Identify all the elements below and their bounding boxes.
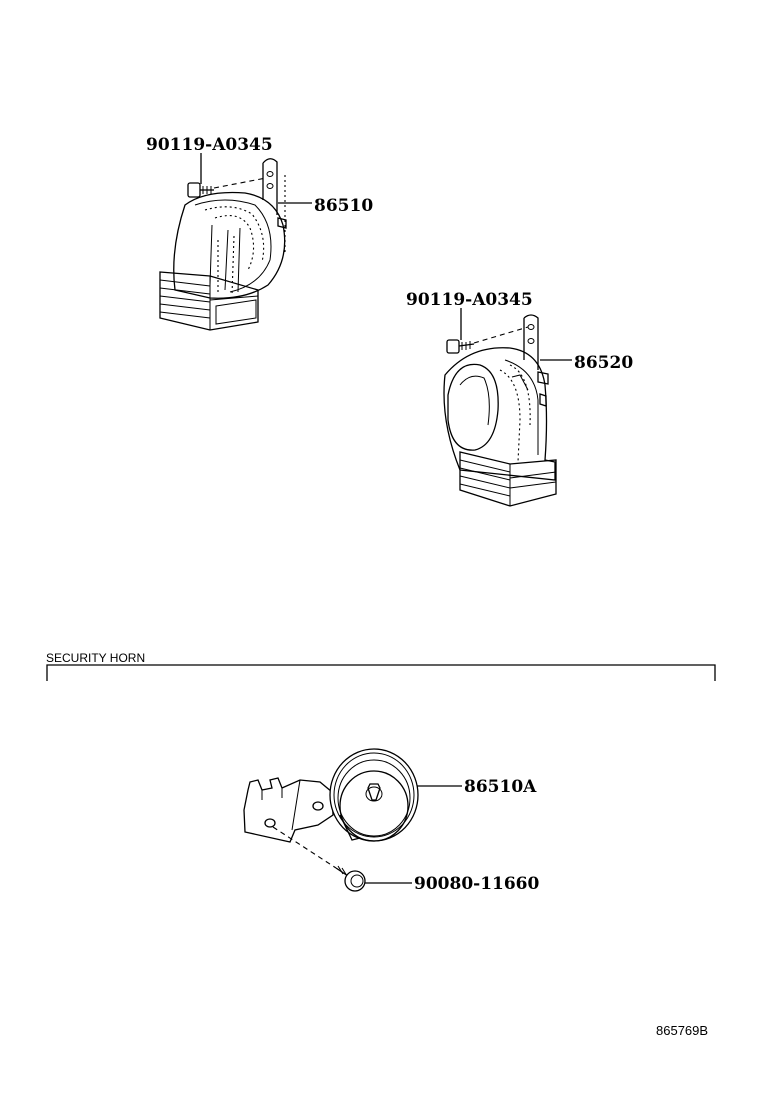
part-label-90119-a0345-upper: 90119-A0345 xyxy=(146,135,273,155)
section-bracket xyxy=(46,664,716,681)
security-horn-86510a-illustration xyxy=(243,748,419,843)
horn-86520-illustration xyxy=(443,314,557,507)
part-label-90080-11660: 90080-11660 xyxy=(414,874,540,894)
part-label-86510a: 86510A xyxy=(464,777,537,797)
part-label-90119-a0345-lower: 90119-A0345 xyxy=(406,290,533,310)
part-label-86520: 86520 xyxy=(574,353,633,373)
bolt-upper-illustration xyxy=(187,177,267,198)
bolt-lower-illustration xyxy=(446,326,529,354)
section-title-security-horn: SECURITY HORN xyxy=(46,651,145,665)
part-label-86510: 86510 xyxy=(314,196,373,216)
figure-reference-number: 865769B xyxy=(656,1023,708,1038)
horn-86510-illustration xyxy=(159,158,287,331)
security-bolt-illustration xyxy=(272,826,366,892)
